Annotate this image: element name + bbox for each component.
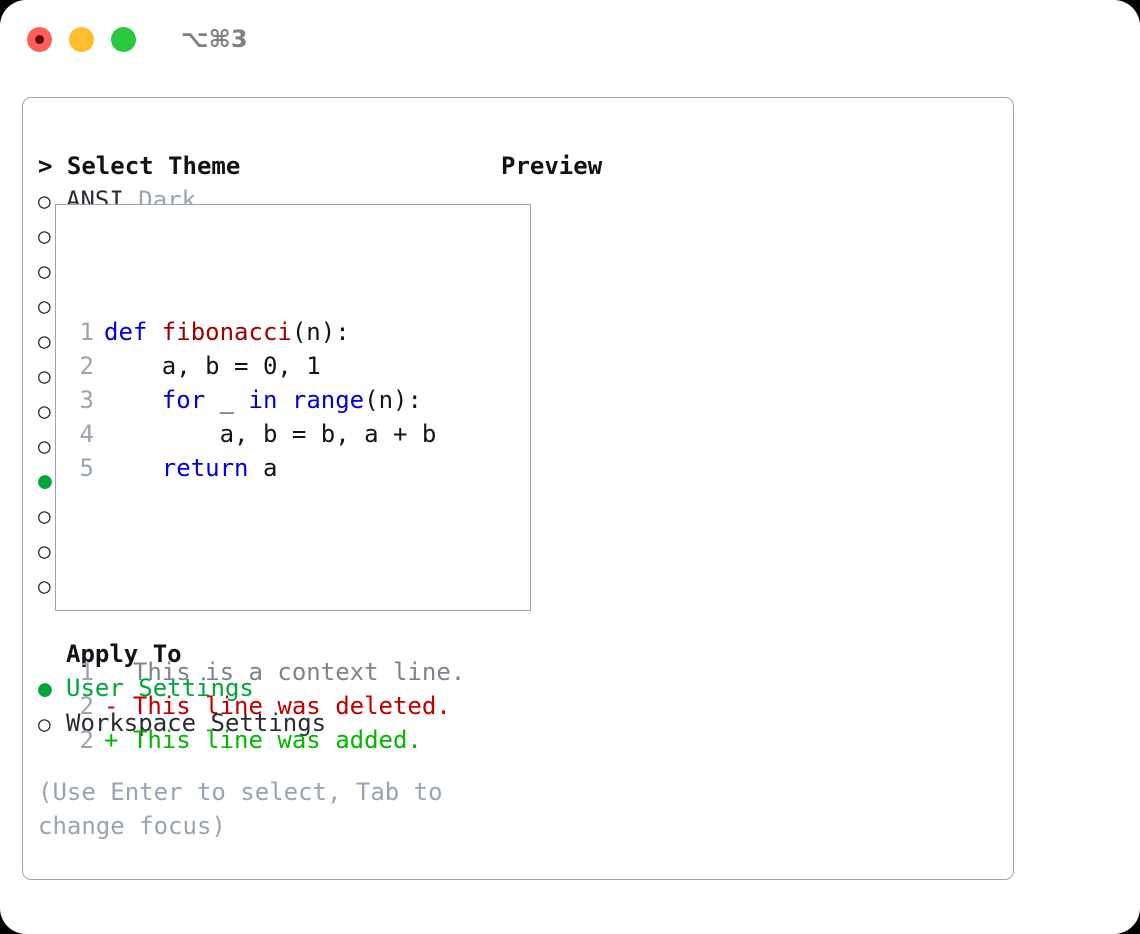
code-line: 1 def fibonacci(n): — [68, 315, 465, 349]
diff-line: 1 This is a context line. — [68, 655, 466, 689]
line-number: 1 — [79, 658, 94, 686]
radio-unselected-icon[interactable]: ○ — [38, 224, 51, 248]
apply-to-label: Workspace Settings — [66, 709, 327, 737]
select-theme-heading: > Select Theme — [38, 152, 241, 180]
apply-to-label: User Settings — [66, 674, 254, 702]
window-controls — [27, 26, 136, 52]
diff-line: 2 + This line was added. — [68, 723, 465, 757]
code-token: for — [161, 386, 206, 414]
radio-unselected-icon[interactable]: ○ — [38, 504, 51, 528]
code-token: _ — [205, 386, 249, 414]
line-number: 2 — [79, 726, 94, 754]
code-line: 2 a, b = 0, 1 — [68, 349, 465, 383]
diff-text: + This line was added. — [104, 726, 422, 754]
code-token: a, b = b, a + b — [104, 420, 437, 448]
code-token: range — [291, 386, 365, 414]
code-token: (n): — [291, 318, 350, 346]
zoom-button-icon[interactable] — [111, 26, 136, 52]
diff-line: 2 - This line was deleted. — [68, 689, 465, 723]
radio-unselected-icon[interactable]: ○ — [38, 574, 51, 598]
apply-to-option[interactable]: ○ Workspace Settings — [38, 706, 478, 741]
content-panel: > Select Theme ○ANSI Dark○Atom One Dark○… — [22, 97, 1014, 880]
code-token: in — [248, 386, 292, 414]
radio-unselected-icon[interactable]: ○ — [38, 189, 51, 213]
diff-lines: 1 This is a context line. 2 - This line wa… — [68, 655, 466, 757]
radio-selected-icon[interactable]: ● — [38, 676, 52, 702]
diff-text: - This line was deleted. — [104, 692, 451, 720]
keyboard-shortcut-label: ⌥⌘3 — [181, 25, 248, 53]
code-token: return — [161, 454, 249, 482]
code-token — [104, 451, 162, 485]
radio-unselected-icon[interactable]: ○ — [38, 399, 51, 423]
preview-column: Preview — [501, 149, 1001, 183]
apply-to-heading: Apply To — [66, 640, 182, 668]
code-token: def — [104, 318, 162, 346]
line-number: 2 — [79, 352, 94, 380]
radio-unselected-icon[interactable]: ○ — [38, 294, 51, 318]
apply-to-list[interactable]: ● User Settings ○ Workspace Settings — [38, 671, 478, 741]
line-number: 5 — [79, 454, 94, 482]
radio-unselected-icon[interactable]: ○ — [38, 434, 51, 458]
radio-selected-icon[interactable]: ● — [38, 468, 52, 494]
code-line: 3 for _ in range(n): — [68, 383, 465, 417]
title-bar: ⌥⌘3 — [0, 0, 1140, 78]
radio-unselected-icon[interactable]: ○ — [38, 259, 51, 283]
code-line: 4 a, b = b, a + b — [68, 417, 465, 451]
radio-unselected-icon[interactable]: ○ — [38, 539, 51, 563]
apply-to-option[interactable]: ● User Settings — [38, 671, 478, 706]
radio-unselected-icon[interactable]: ○ — [38, 712, 51, 736]
code-line: 5 return a — [68, 451, 465, 485]
line-number: 1 — [79, 318, 94, 346]
code-token — [104, 383, 162, 417]
preview-heading: Preview — [501, 152, 603, 180]
diff-text: This is a context line. — [104, 658, 466, 686]
keyboard-hint-text: (Use Enter to select, Tab to change focu… — [38, 778, 458, 840]
radio-unselected-icon[interactable]: ○ — [38, 329, 51, 353]
line-number: 4 — [79, 420, 94, 448]
code-token: a — [248, 454, 278, 482]
radio-unselected-icon[interactable]: ○ — [38, 364, 51, 388]
code-token: fibonacci — [161, 318, 292, 346]
minimize-button-icon[interactable] — [69, 26, 94, 52]
line-number: 3 — [79, 386, 94, 414]
line-number: 2 — [79, 692, 94, 720]
code-token: a, b = 0, 1 — [104, 352, 321, 380]
close-button-icon[interactable] — [27, 26, 52, 52]
code-token: (n): — [364, 386, 422, 414]
